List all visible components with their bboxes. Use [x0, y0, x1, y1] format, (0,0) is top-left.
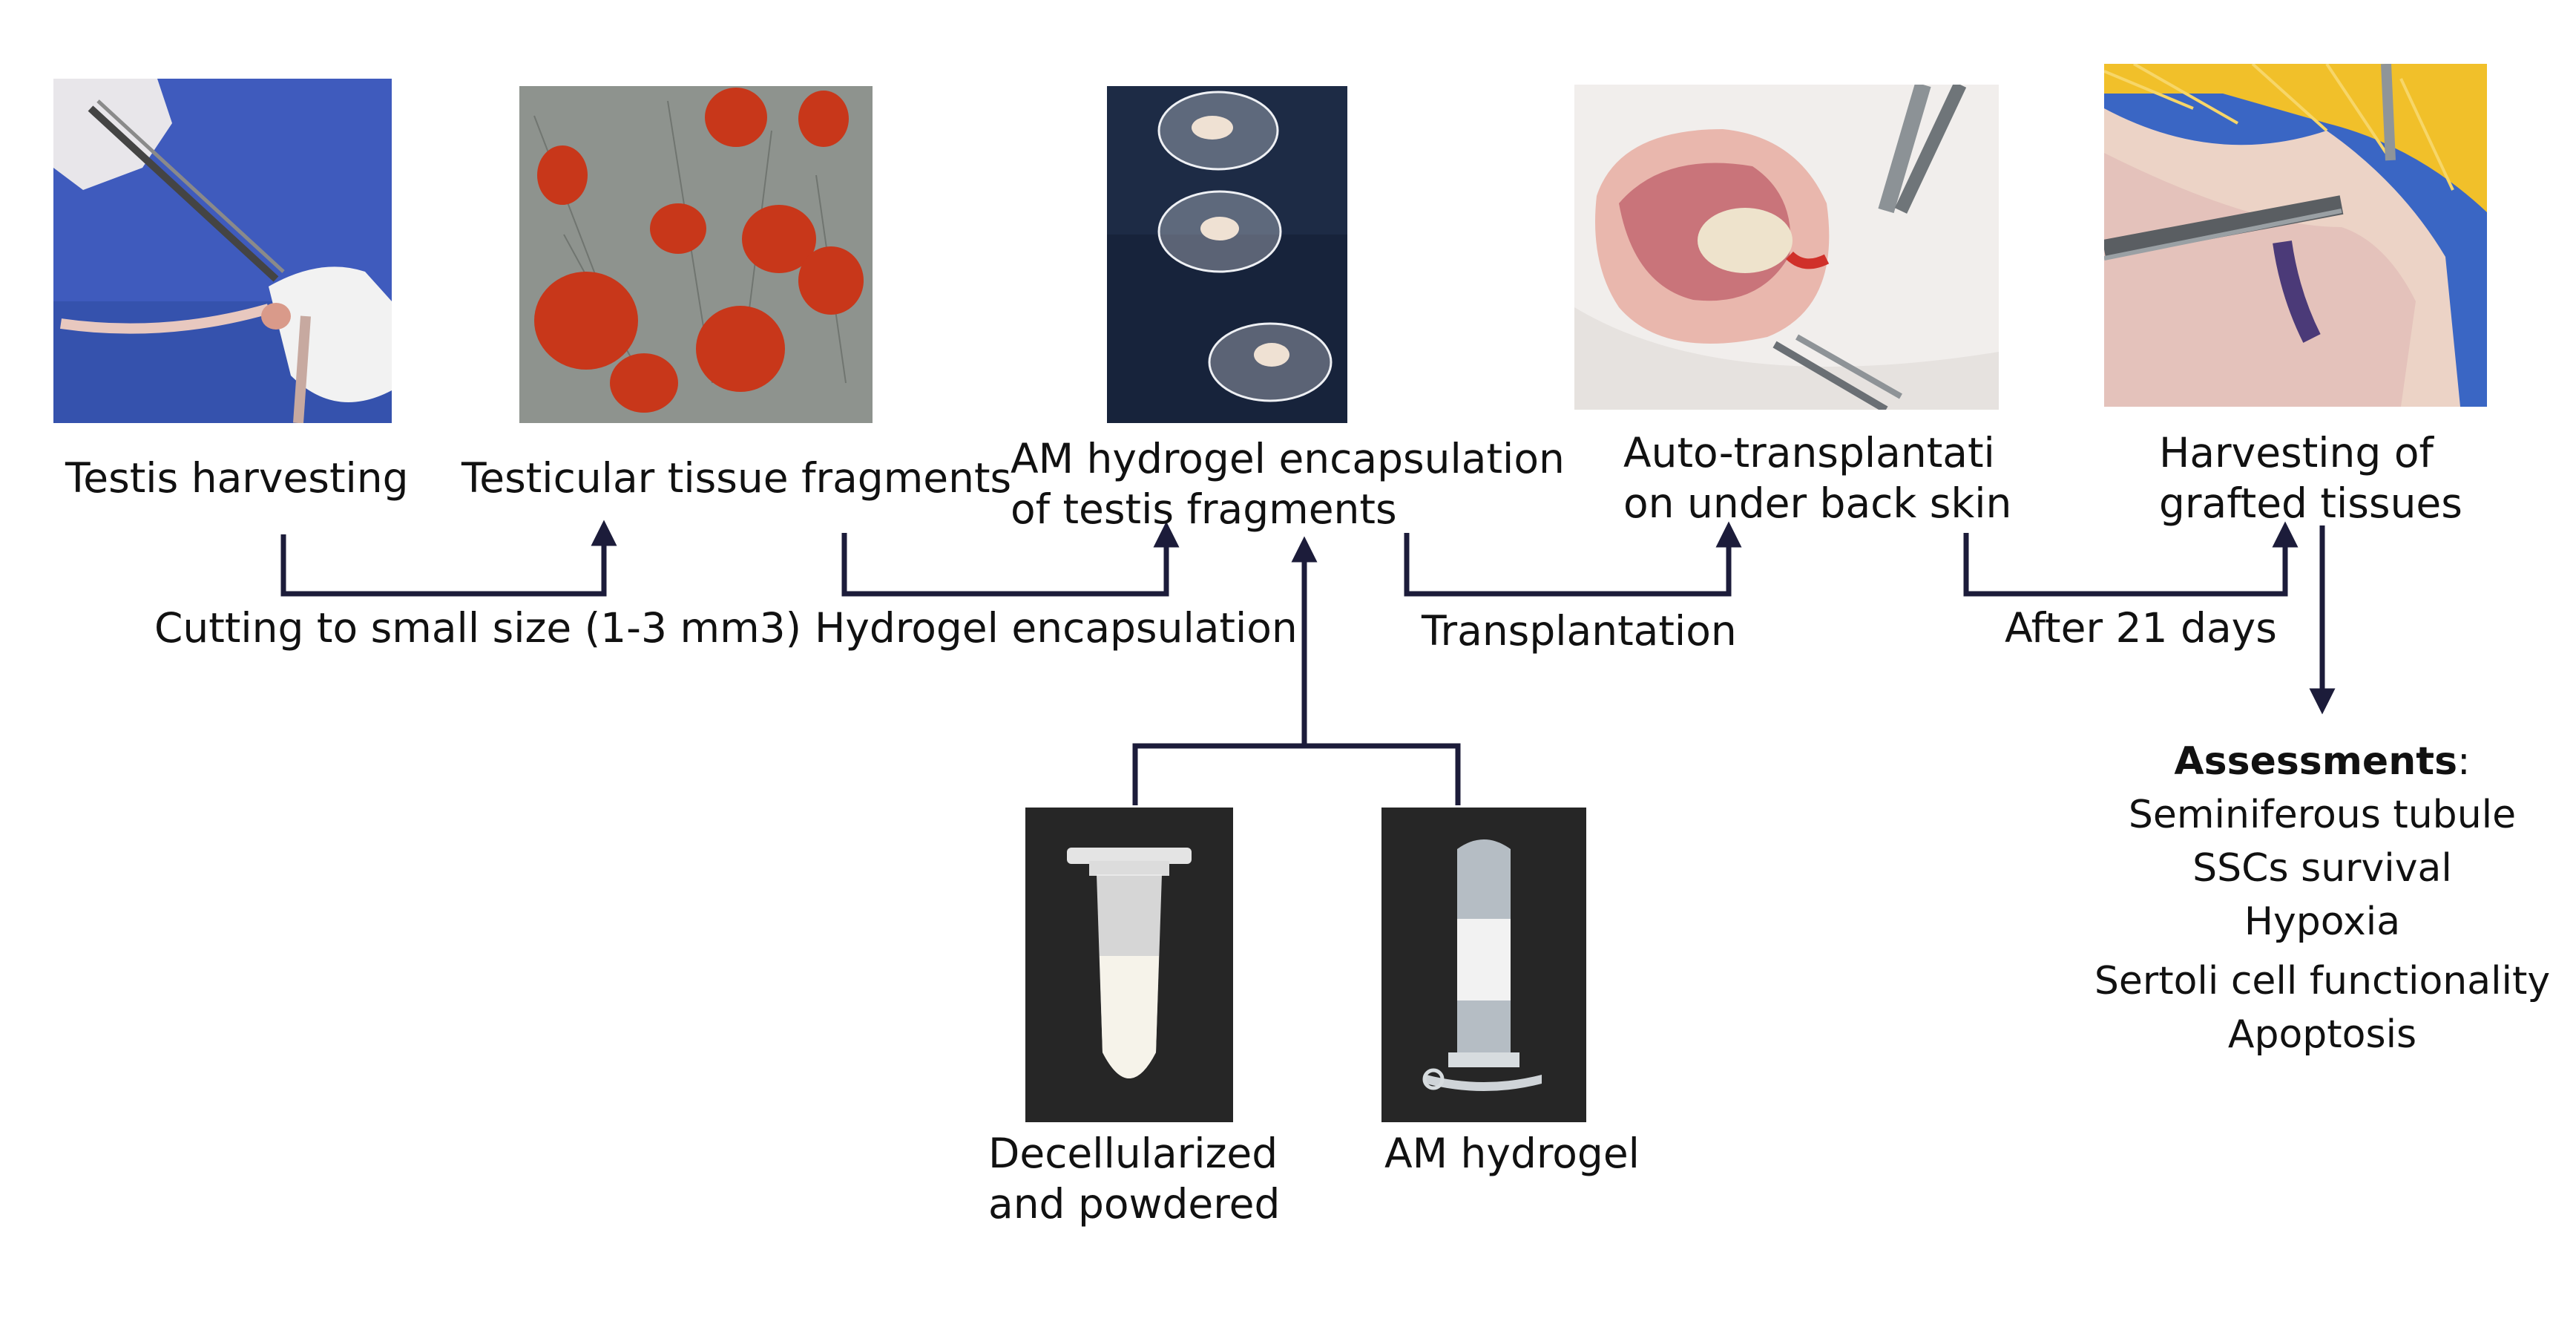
assessments-title: Assessments: [2077, 735, 2567, 788]
step-label-encapsulation-line-1: AM hydrogel encapsulation [1011, 435, 1565, 482]
assessment-item: Hypoxia [2244, 900, 2401, 944]
step-label-testis-harvesting: Testis harvesting [65, 454, 409, 502]
connector-encapsulation-to-transplant [1404, 521, 1742, 597]
assessments-title-colon: : [2457, 739, 2471, 784]
testis-harvest-photo [53, 79, 392, 423]
assessments-list: Assessments: Seminiferous tubule SSCs su… [2077, 735, 2567, 1061]
step-label-harvesting: Harvesting of grafted tissues [2159, 428, 2462, 528]
transition-label-after-21-days: After 21 days [2005, 604, 2277, 652]
assessment-item: Apoptosis [2227, 1012, 2417, 1057]
transition-label-transplantation: Transplantation [1422, 607, 1737, 655]
connector-fragments-to-encapsulation [841, 521, 1180, 597]
transplantation-photo [1574, 85, 1999, 410]
step-label-transplantation: Auto-transplantati on under back skin [1623, 428, 2011, 528]
connector-harvest-to-fragments [280, 520, 617, 597]
encapsulated-fragments-photo [1107, 86, 1347, 423]
assessment-item: SSCs survival [2192, 846, 2452, 891]
tissue-fragments-photo [519, 86, 873, 423]
connector-materials-merge [1132, 549, 1461, 805]
assessments-title-text: Assessments [2174, 739, 2458, 784]
step-label-harvesting-line-1: Harvesting of [2159, 429, 2434, 476]
transition-label-encapsulation: Hydrogel encapsulation [815, 604, 1298, 652]
step-label-harvesting-line-2: grafted tissues [2159, 479, 2462, 527]
step-label-transplantation-line-1: Auto-transplantati [1623, 429, 1995, 476]
step-label-transplantation-line-2: on under back skin [1623, 479, 2012, 527]
material-label-decellularized-line-1: Decellularized [988, 1130, 1278, 1177]
material-label-decellularized: Decellularized and powdered [988, 1128, 1280, 1229]
assessment-item: Sertoli cell functionality [2094, 959, 2551, 1003]
powder-tube-photo [1025, 808, 1233, 1122]
connector-transplant-to-harvest [1963, 521, 2299, 597]
step-label-encapsulation-line-2: of testis fragments [1011, 485, 1397, 533]
material-label-am-hydrogel: AM hydrogel [1384, 1130, 1640, 1177]
assessment-item: Seminiferous tubule [2128, 793, 2517, 837]
transition-label-cutting: Cutting to small size (1-3 mm3) [154, 604, 802, 652]
step-label-tissue-fragments: Testicular tissue fragments [461, 454, 1012, 502]
harvested-graft-photo [2104, 64, 2487, 407]
hydrogel-tube-photo [1381, 808, 1586, 1122]
material-label-decellularized-line-2: and powdered [988, 1180, 1281, 1228]
step-label-encapsulation: AM hydrogel encapsulation of testis frag… [1011, 433, 1565, 534]
